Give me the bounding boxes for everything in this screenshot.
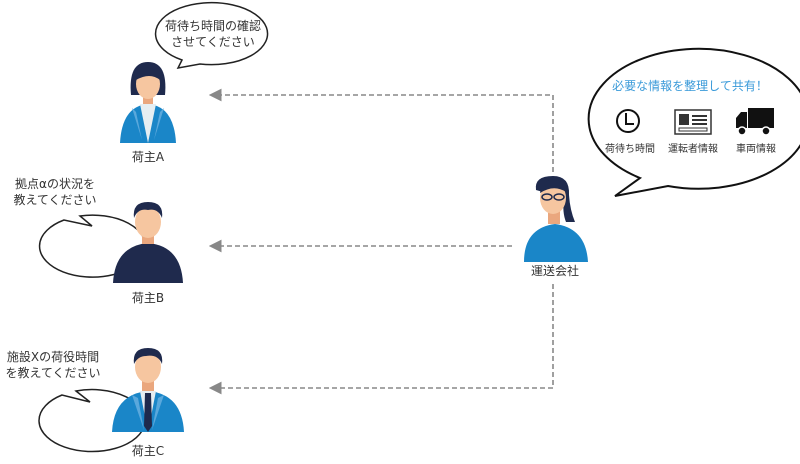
shipper-a-label: 荷主A: [132, 150, 165, 164]
shipper-a-avatar: [120, 62, 176, 143]
bubble-c-line2: を教えてください: [5, 365, 100, 380]
item-label-wait-time: 荷待ち時間: [605, 142, 655, 155]
shipper-b-avatar: [113, 202, 183, 283]
bubble-c-line1: 施設Xの荷役時間: [7, 349, 99, 364]
item-label-vehicle-info: 車両情報: [736, 142, 776, 155]
connectors: [208, 88, 554, 395]
arrow-to-shipper-c: [208, 284, 554, 395]
arrow-to-shipper-a: [208, 88, 554, 172]
bubble-a-line2: させてください: [171, 35, 255, 49]
shipper-b-label: 荷主B: [132, 291, 164, 305]
speech-bubble-a: 荷待ち時間の確認 させてください: [154, 1, 269, 70]
bubble-b-line1: 拠点αの状況を: [15, 176, 95, 191]
carrier-bubble-title: 必要な情報を整理して共有！: [612, 78, 768, 93]
truck-icon: [736, 108, 774, 136]
clock-icon: [616, 109, 640, 133]
carrier-speech-bubble: 必要な情報を整理して共有！ 荷待ち時間 運転者情報 車両情報: [587, 47, 800, 197]
speech-bubble-c: 施設Xの荷役時間 を教えてください: [5, 349, 146, 453]
item-label-driver-info: 運転者情報: [668, 142, 718, 155]
bubble-a-line1: 荷待ち時間の確認: [165, 18, 261, 33]
carrier-avatar: [524, 176, 588, 262]
id-card-icon: [674, 109, 712, 135]
shipper-c-avatar: [112, 348, 184, 432]
carrier-label: 運送会社: [531, 263, 579, 278]
shipper-c-label: 荷主C: [132, 444, 164, 458]
bubble-b-line2: 教えてください: [13, 192, 96, 207]
